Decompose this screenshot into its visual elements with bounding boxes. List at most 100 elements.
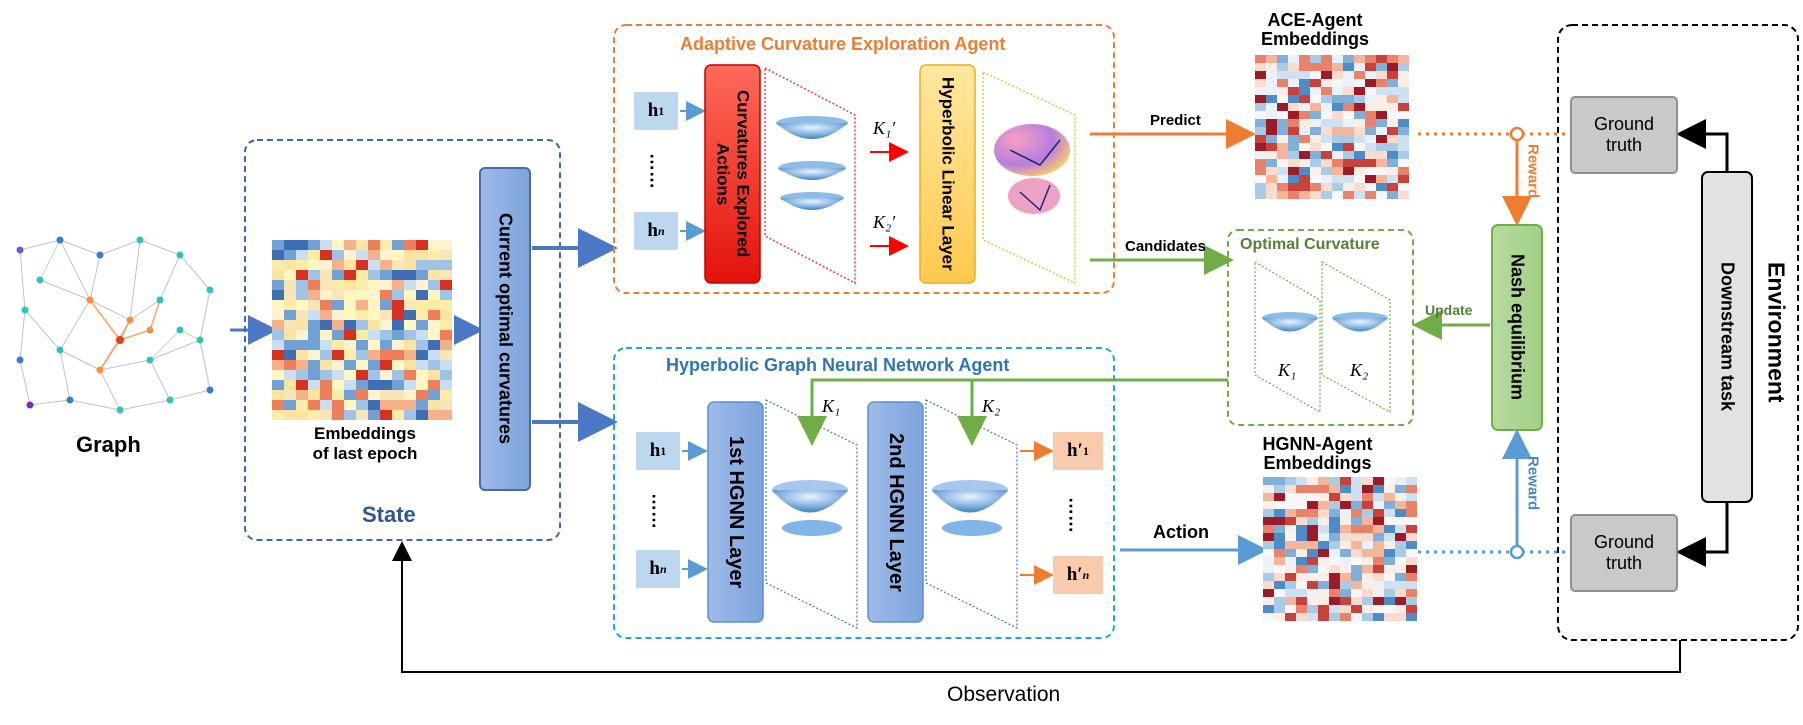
graph-label: Graph	[76, 432, 141, 457]
heatmap-cell	[356, 390, 368, 400]
heatmap-cell	[1376, 103, 1387, 111]
heatmap-cell	[1384, 509, 1395, 517]
heatmap-cell	[416, 410, 428, 420]
heatmap-cell	[1296, 597, 1307, 605]
hgnn-layer-1-block	[707, 401, 764, 623]
heatmap-cell	[344, 400, 356, 410]
optimal-curvature-box	[1227, 229, 1414, 426]
heatmap-cell	[296, 260, 308, 270]
heatmap-cell	[380, 370, 392, 380]
heatmap-cell	[1395, 597, 1406, 605]
heatmap-cell	[1343, 183, 1354, 191]
heatmap-cell	[1296, 589, 1307, 597]
heatmap-cell	[1351, 565, 1362, 573]
heatmap-cell	[1332, 71, 1343, 79]
heatmap-cell	[428, 330, 440, 340]
heatmap-cell	[1277, 191, 1288, 199]
heatmap-cell	[1266, 143, 1277, 151]
heatmap-cell	[272, 300, 284, 310]
heatmap-cell	[1263, 581, 1274, 589]
heatmap-cell	[1340, 589, 1351, 597]
heatmap-cell	[404, 380, 416, 390]
heatmap-cell	[404, 350, 416, 360]
heatmap-cell	[1277, 103, 1288, 111]
heatmap-cell	[1318, 533, 1329, 541]
heatmap-cell	[1398, 87, 1409, 95]
heatmap-cell	[404, 330, 416, 340]
heatmap-cell	[1274, 597, 1285, 605]
heatmap-cell	[1343, 175, 1354, 183]
heatmap-cell	[1285, 565, 1296, 573]
heatmap-cell	[1329, 565, 1340, 573]
heatmap-cell	[380, 400, 392, 410]
heatmap-cell	[1387, 159, 1398, 167]
reward-top-label: Reward	[1524, 143, 1542, 199]
heatmap-cell	[1362, 597, 1373, 605]
heatmap-cell	[416, 400, 428, 410]
heatmap-cell	[1387, 127, 1398, 135]
heatmap-cell	[308, 370, 320, 380]
heatmap-cell	[1266, 151, 1277, 159]
heatmap-cell	[1406, 517, 1417, 525]
ace-embeddings-title-2: Embeddings	[1260, 29, 1369, 49]
heatmap-cell	[416, 240, 428, 250]
heatmap-cell	[1351, 605, 1362, 613]
heatmap-cell	[1406, 573, 1417, 581]
heatmap-cell	[272, 380, 284, 390]
heatmap-cell	[320, 410, 332, 420]
optimal-k2: K₂	[1350, 360, 1369, 380]
heatmap-cell	[1354, 151, 1365, 159]
heatmap-cell	[356, 300, 368, 310]
heatmap-cell	[1321, 79, 1332, 87]
heatmap-cell	[1307, 501, 1318, 509]
heatmap-cell	[1387, 87, 1398, 95]
heatmap-cell	[1266, 55, 1277, 63]
heatmap-cell	[1376, 191, 1387, 199]
heatmap-cell	[308, 280, 320, 290]
heatmap-cell	[1288, 63, 1299, 71]
heatmap-cell	[1310, 127, 1321, 135]
current-curvatures-label: Current optimal curvatures	[495, 213, 516, 445]
heatmap-cell	[1343, 159, 1354, 167]
heatmap-cell	[1354, 143, 1365, 151]
heatmap-cell	[1343, 87, 1354, 95]
heatmap-cell	[1343, 135, 1354, 143]
heatmap-cell	[320, 250, 332, 260]
heatmap-cell	[320, 320, 332, 330]
heatmap-cell	[1340, 605, 1351, 613]
heatmap-cell	[1354, 159, 1365, 167]
heatmap-cell	[1263, 517, 1274, 525]
heatmap-cell	[428, 350, 440, 360]
heatmap-cell	[296, 300, 308, 310]
heatmap-cell	[320, 390, 332, 400]
heatmap-cell	[1362, 509, 1373, 517]
heatmap-cell	[1376, 183, 1387, 191]
downstream-task-label: Downstream task	[1717, 262, 1738, 412]
observation-loop	[392, 541, 1681, 673]
heatmap-cell	[1277, 119, 1288, 127]
heatmap-cell	[1395, 573, 1406, 581]
heatmap-cell	[1387, 175, 1398, 183]
heatmap-cell	[1310, 175, 1321, 183]
heatmap-cell	[1354, 167, 1365, 175]
heatmap-cell	[284, 260, 296, 270]
heatmap-cell	[416, 300, 428, 310]
heatmap-cell	[356, 250, 368, 260]
heatmap-cell	[440, 400, 452, 410]
heatmap-cell	[440, 290, 452, 300]
hgnn-out-hn-text: h′n	[1066, 564, 1090, 585]
heatmap-cell	[1373, 493, 1384, 501]
heatmap-cell	[1307, 493, 1318, 501]
heatmap-cell	[1351, 501, 1362, 509]
heatmap-cell	[1351, 541, 1362, 549]
heatmap-cell	[1387, 191, 1398, 199]
heatmap-cell	[1329, 597, 1340, 605]
heatmap-cell	[1274, 549, 1285, 557]
heatmap-cell	[344, 350, 356, 360]
heatmap-cell	[1296, 565, 1307, 573]
heatmap-cell	[1343, 191, 1354, 199]
heatmap-cell	[308, 400, 320, 410]
environment-title: Environment	[1763, 262, 1790, 403]
heatmap-cell	[1266, 191, 1277, 199]
heatmap-cell	[1395, 549, 1406, 557]
